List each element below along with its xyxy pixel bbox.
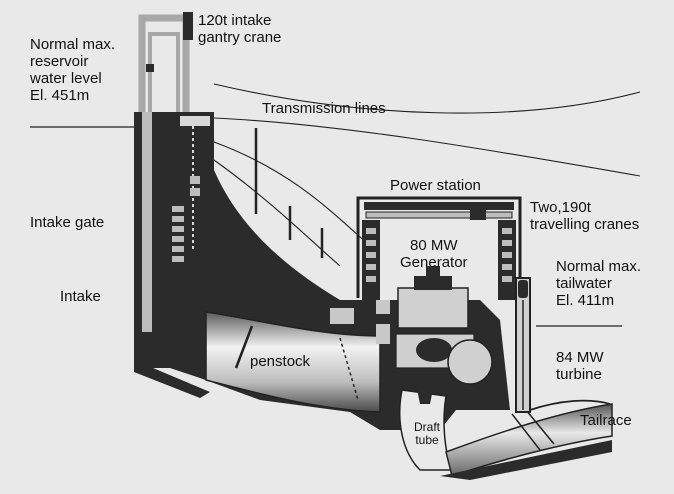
- tailrace-label: Tailrace: [580, 412, 632, 429]
- transmission-lines-label: Transmission lines: [262, 100, 386, 117]
- generator-label: 80 MW Generator: [400, 237, 468, 271]
- transmission-lines: [213, 83, 641, 267]
- gantry-crane: [138, 14, 190, 120]
- intake-gate-blocks: [172, 176, 200, 262]
- tailwater-level-label: Normal max. tailwater El. 411m: [556, 258, 642, 309]
- intake-label: Intake: [60, 288, 101, 305]
- gantry-crane-label: 120t intake gantry crane: [198, 12, 282, 46]
- reservoir-level-label: Normal max. reservoir water level El. 45…: [30, 36, 116, 104]
- penstock-pipe: [205, 311, 381, 413]
- power-station-label: Power station: [390, 177, 481, 194]
- tailrace-channel: [445, 403, 613, 477]
- generator-unit: [397, 287, 469, 329]
- draft-tube: [399, 389, 454, 471]
- draft-tube-label: Draft tube: [414, 420, 441, 447]
- intake-gate-label: Intake gate: [30, 214, 105, 231]
- cranes-label: Two,190t travelling cranes: [530, 199, 640, 233]
- power-station-building: [356, 196, 522, 298]
- turbine-label: 84 MW turbine: [556, 349, 604, 383]
- transmission-towers: [254, 128, 324, 258]
- penstock-label: penstock: [250, 353, 311, 370]
